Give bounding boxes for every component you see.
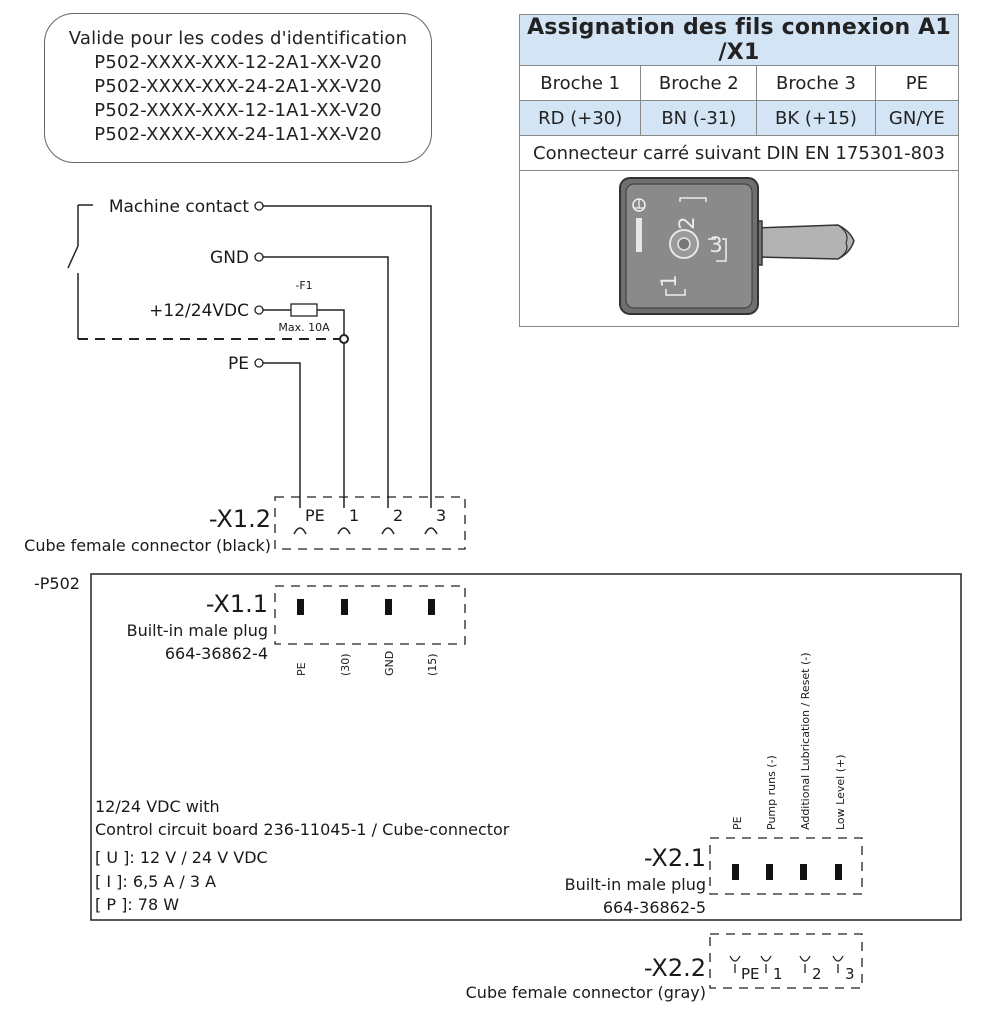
color-cell: GN/YE [874, 100, 960, 136]
x22-socket [832, 955, 844, 973]
cable-cut-mark [837, 224, 848, 260]
x12-pin-label: 1 [349, 506, 359, 525]
spec-line2: Control circuit board 236-11045-1 / Cube… [95, 820, 510, 839]
x21-part: 664-36862-5 [603, 898, 706, 917]
validity-code: P502-XXXX-XXX-12-1A1-XX-V20 [94, 100, 382, 121]
connector-note: Connecteur carré suivant DIN EN 175301-8… [519, 135, 959, 171]
x21-pin-label: Pump runs (-) [765, 755, 778, 830]
x11-id: -X1.1 [206, 590, 268, 618]
spec-power: [ P ]: 78 W [95, 895, 179, 914]
pin-cell: Broche 1 [518, 65, 642, 101]
connector-picture-cell: 2 3 1 [519, 170, 959, 327]
pin1-bracket [665, 289, 686, 296]
x22-pin-label: 2 [812, 965, 822, 983]
machine-contact-label: Machine contact [109, 197, 250, 217]
square-connector-drawing: 2 3 1 [619, 177, 855, 315]
x22-connector-box [709, 933, 863, 989]
pin3-bracket [708, 238, 727, 262]
color-row: RD (+30) BN (-31) BK (+15) GN/YE [518, 100, 960, 136]
x22-desc: Cube female connector (gray) [466, 983, 706, 1002]
x21-pin [800, 864, 807, 880]
x12-socket [424, 527, 438, 535]
x12-desc: Cube female connector (black) [24, 536, 271, 555]
fuse-rating: Max. 10A [278, 321, 330, 334]
p502-id: -P502 [34, 574, 80, 593]
x22-socket [760, 955, 772, 973]
x12-socket [381, 527, 395, 535]
validity-box: Valide pour les codes d'identification P… [44, 13, 432, 163]
switch-contact [67, 245, 79, 269]
validity-code: P502-XXXX-XXX-12-2A1-XX-V20 [94, 52, 382, 73]
wire-machine-contact [263, 205, 432, 508]
x11-connector-box [274, 585, 466, 645]
pe-label: PE [228, 354, 249, 374]
spec-line1: 12/24 VDC with [95, 797, 220, 816]
pe-blade [636, 218, 642, 252]
x21-connector-box [709, 837, 863, 895]
validity-code: P502-XXXX-XXX-24-2A1-XX-V20 [94, 76, 382, 97]
pin-assignment-table: Assignation des fils connexion A1 /X1 Br… [518, 14, 960, 327]
link-junction [339, 334, 349, 344]
terminal-machine-contact [254, 201, 264, 211]
x11-pin [428, 599, 435, 615]
wire-pe [263, 362, 301, 508]
validity-code: P502-XXXX-XXX-24-1A1-XX-V20 [94, 124, 382, 145]
x12-socket [293, 527, 307, 535]
x11-pin [341, 599, 348, 615]
x21-pin-label: Low Level (+) [834, 755, 847, 831]
x12-pin-label: 3 [436, 506, 446, 525]
x12-pin-label: 2 [393, 506, 403, 525]
terminal-pe [254, 358, 264, 368]
x21-pin [766, 864, 773, 880]
x21-pin [835, 864, 842, 880]
x11-pin-label: GND [383, 651, 396, 676]
color-cell: BN (-31) [640, 100, 758, 136]
color-cell: BK (+15) [756, 100, 876, 136]
x12-pin-label: PE [305, 506, 325, 525]
center-screw-hole [677, 237, 691, 251]
pin-row: Broche 1 Broche 2 Broche 3 PE [518, 65, 960, 101]
pin2-bracket [679, 197, 707, 202]
x21-desc: Built-in male plug [565, 875, 706, 894]
color-cell: RD (+30) [518, 100, 642, 136]
x11-pin-label: (15) [426, 653, 439, 676]
spec-voltage: [ U ]: 12 V / 24 V VDC [95, 848, 268, 867]
x11-pin [297, 599, 304, 615]
x12-socket [337, 527, 351, 535]
fuse-symbol [290, 303, 318, 317]
terminal-gnd [254, 252, 264, 262]
x22-pin-label: 3 [845, 965, 855, 983]
terminal-supply [254, 305, 264, 315]
x11-pin-label: PE [295, 662, 308, 676]
x21-pin-label: PE [731, 816, 744, 830]
spec-current: [ I ]: 6,5 A / 3 A [95, 872, 216, 891]
connector-pin-label: 2 [675, 216, 699, 229]
x22-id: -X2.2 [644, 954, 706, 982]
x21-pin-label: Additional Lubrication / Reset (-) [799, 652, 812, 830]
gnd-label: GND [210, 248, 249, 268]
x11-pin [385, 599, 392, 615]
x12-connector-box [274, 496, 466, 550]
x11-part: 664-36862-4 [165, 644, 268, 663]
connector-pin-label: 1 [657, 274, 681, 287]
pin-cell: Broche 2 [640, 65, 758, 101]
x22-socket [799, 955, 811, 973]
x22-pin-label: 1 [773, 965, 783, 983]
x11-pin-label: (30) [339, 653, 352, 676]
fuse-id: -F1 [295, 279, 312, 292]
x11-desc: Built-in male plug [127, 621, 268, 640]
pin-cell: PE [874, 65, 960, 101]
p502-device-box [90, 573, 962, 921]
supply-label: +12/24VDC [149, 301, 249, 321]
wire-supply [317, 309, 345, 508]
wire-gnd [263, 256, 389, 508]
validity-heading: Valide pour les codes d'identification [68, 28, 408, 49]
x21-pin [732, 864, 739, 880]
x22-socket [729, 955, 741, 973]
x22-pin-label: PE [741, 965, 760, 983]
x12-id: -X1.2 [209, 505, 271, 533]
x21-id: -X2.1 [644, 844, 706, 872]
